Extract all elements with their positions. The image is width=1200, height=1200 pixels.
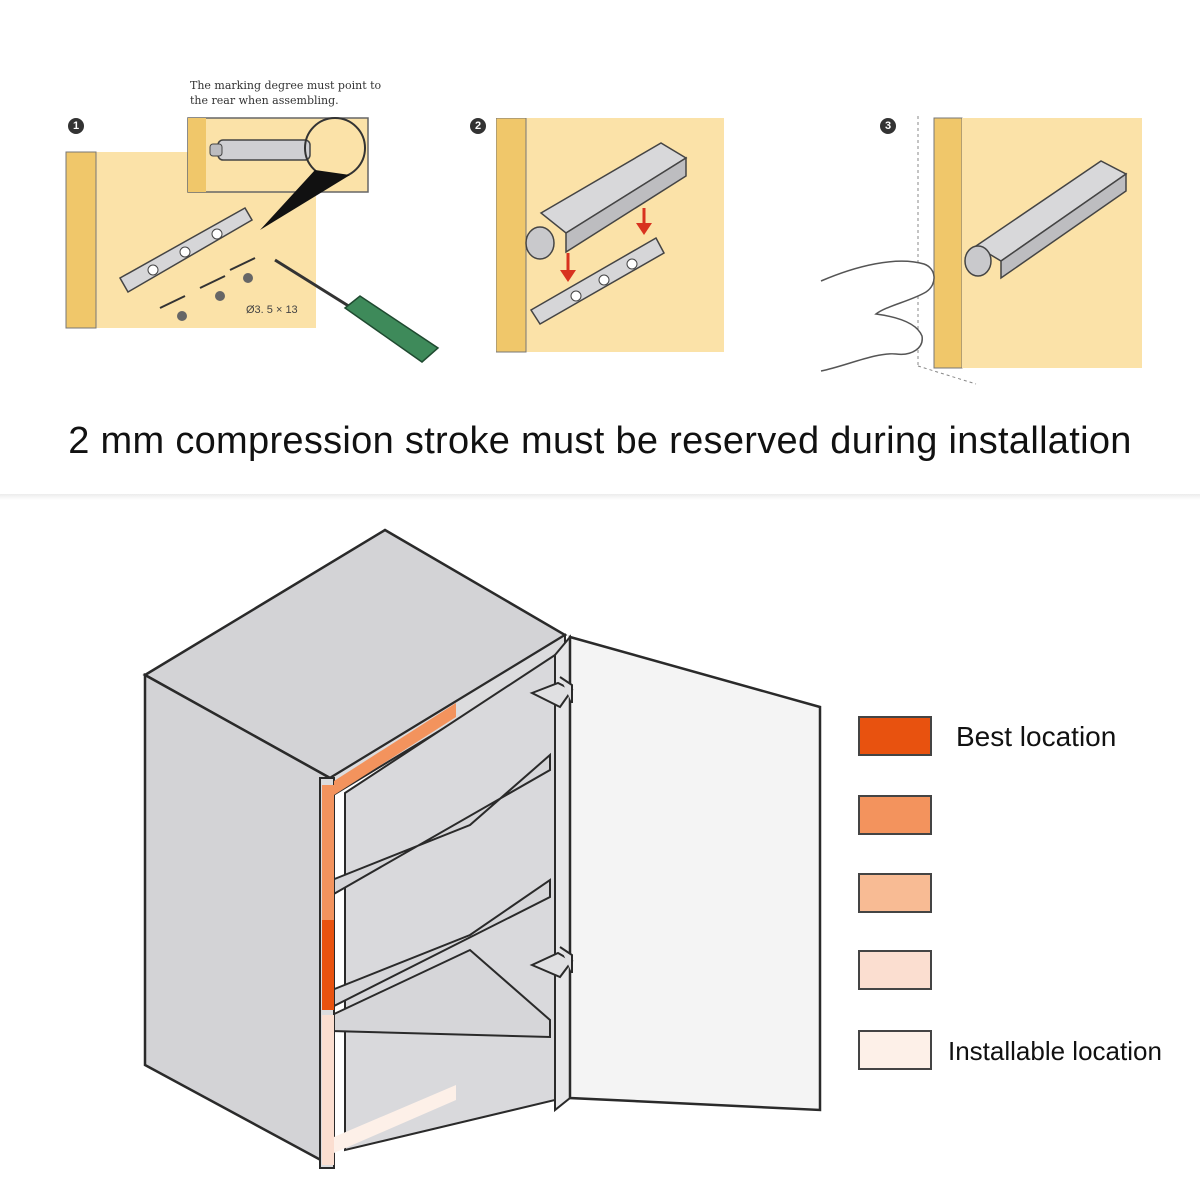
step-2-illustration [496, 118, 724, 353]
hinge-bottom-icon [529, 946, 574, 979]
step-1-wood-edge [65, 151, 97, 329]
step-2-latch-side [565, 156, 687, 254]
step-1-screw-label: Ø3. 5 × 13 [246, 304, 298, 316]
instruction-headline: 2 mm compression stroke must be reserved… [68, 420, 1132, 462]
step-3-dotted-frame [917, 365, 977, 385]
step-2-wood-edge [496, 118, 527, 353]
step-1-illustration [65, 117, 440, 363]
zone-bottom-rail [334, 1085, 456, 1153]
step-1-note-line2: the rear when assembling. [190, 94, 339, 107]
step-1-plate-hole [211, 228, 223, 240]
step-1-screwdriver-handle [343, 295, 440, 363]
step-1-screwdriver-shaft [274, 258, 356, 312]
legend-swatch [858, 716, 932, 756]
step-1-screws [159, 257, 256, 309]
step-3-latch-tip [964, 245, 992, 277]
step-1-latch-tip [209, 143, 223, 157]
step-1-inset-edge [188, 118, 206, 192]
legend-swatch [858, 950, 932, 990]
step-3-number: 3 [880, 118, 896, 134]
zone-middle-post [322, 920, 334, 1010]
step-2-number: 2 [470, 118, 486, 134]
step-2-plate-hole [570, 290, 582, 302]
cabinet-door [568, 635, 822, 1112]
step-3-latch-side [1000, 172, 1127, 280]
step-3-door-edge [933, 117, 963, 369]
zone-lower-post [322, 1015, 334, 1165]
step-1-screw-head [177, 311, 187, 321]
cabinet-door-edge [554, 634, 571, 1113]
step-2-arrows [560, 208, 652, 282]
zone-upper-post [322, 785, 334, 920]
step-1-note-line1: The marking degree must point to [190, 79, 382, 92]
step-3-hand-icon [820, 260, 935, 372]
step-1-number: 1 [68, 118, 84, 134]
legend-swatch [858, 1030, 932, 1070]
step-1-plate-hole [179, 246, 191, 258]
step-2-plate-hole [598, 274, 610, 286]
legend-swatch [858, 873, 932, 913]
step-1-screw-head [215, 291, 225, 301]
step-1-screw-head [243, 273, 253, 283]
step-1-magnifier-beam [260, 170, 350, 230]
step-1-note: The marking degree must point to the rea… [190, 78, 381, 108]
step-1-plate-hole [147, 264, 159, 276]
step-2-latch-tip [525, 226, 555, 260]
cabinet-illustration [142, 528, 822, 1169]
step-3-illustration [820, 116, 1142, 385]
hinge-top-icon [529, 676, 574, 709]
legend-label: Installable location [948, 1036, 1162, 1066]
section-divider [0, 494, 1200, 500]
step-1-latch-body [217, 139, 311, 161]
step-2-plate-hole [626, 258, 638, 270]
zone-top-rail [334, 703, 456, 795]
legend-swatch [858, 795, 932, 835]
legend-label: Best location [956, 721, 1117, 752]
